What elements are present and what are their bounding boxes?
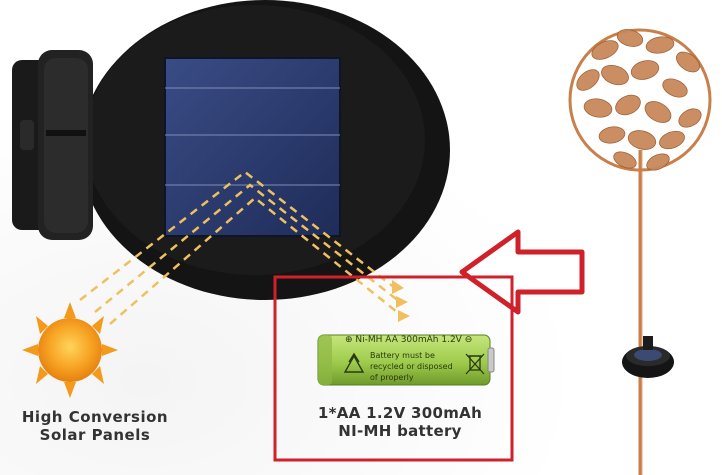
plus-icon: ⊕ [345, 335, 356, 345]
ray-arrowheads [392, 280, 410, 322]
solar-panel-caption: High Conversion Solar Panels [10, 408, 180, 444]
battery-note-line1: Battery must be [370, 351, 435, 360]
battery-recycle-note: Battery must be recycled or disposed of … [370, 350, 453, 383]
solar-caption-line1: High Conversion [21, 408, 169, 426]
crossed-bin-icon [465, 353, 485, 375]
battery-caption-line2: NI-MH battery [338, 422, 462, 440]
battery [317, 334, 495, 386]
recycle-icon [343, 352, 365, 373]
battery-note-line3: of properly [370, 373, 414, 382]
garden-stake [568, 28, 712, 475]
battery-caption: 1*AA 1.2V 300mAh NI-MH battery [300, 404, 500, 440]
battery-highlight-box [273, 275, 514, 462]
minus-icon: ⊖ [461, 335, 473, 345]
battery-caption-line1: 1*AA 1.2V 300mAh [317, 404, 483, 422]
pointer-arrow [459, 229, 585, 315]
sun-icon [22, 302, 118, 398]
battery-note-line2: recycled or disposed [370, 362, 453, 371]
battery-spec-label: ⊕ Ni-MH AA 300mAh 1.2V ⊖ [345, 335, 473, 345]
solar-panel [164, 57, 341, 237]
solar-caption-line2: Solar Panels [39, 426, 151, 444]
light-rays [79, 170, 403, 325]
